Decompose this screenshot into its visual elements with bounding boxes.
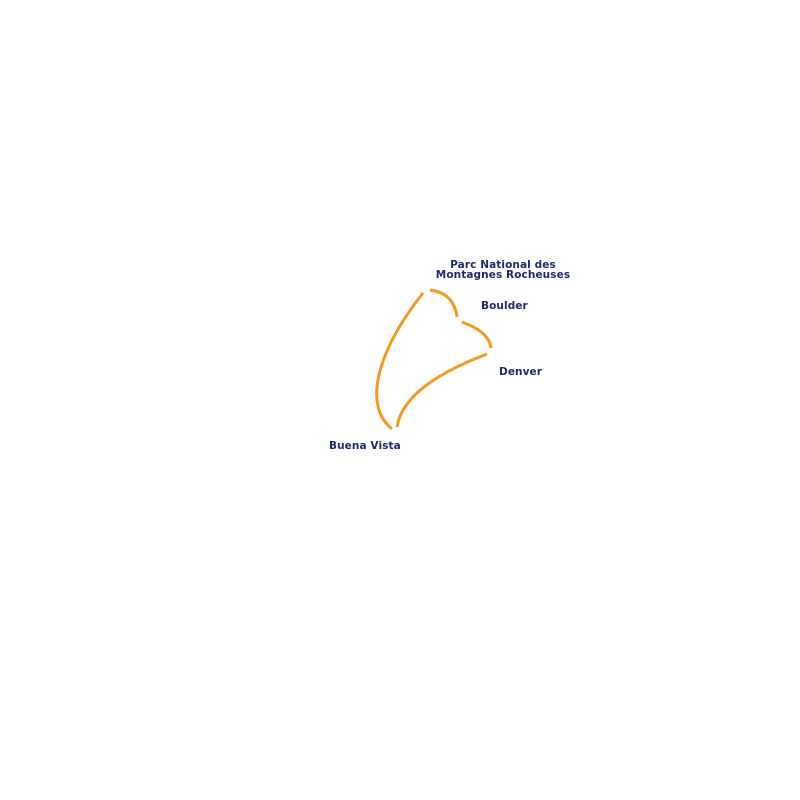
place-label-denver: Denver bbox=[499, 366, 543, 378]
route-denver-buena-vista bbox=[395, 352, 488, 428]
place-label-buena-vista: Buena Vista bbox=[329, 440, 401, 452]
route-boulder-denver bbox=[461, 320, 493, 349]
route-park-boulder bbox=[429, 288, 459, 318]
park-label-line1: Parc National des bbox=[450, 259, 556, 271]
park-label-line2: Montagnes Rocheuses bbox=[435, 269, 571, 281]
place-label-park: Parc National des Montagnes Rocheuses bbox=[433, 259, 573, 281]
route-buena-vista-park bbox=[375, 292, 425, 431]
place-label-boulder: Boulder bbox=[481, 300, 528, 312]
